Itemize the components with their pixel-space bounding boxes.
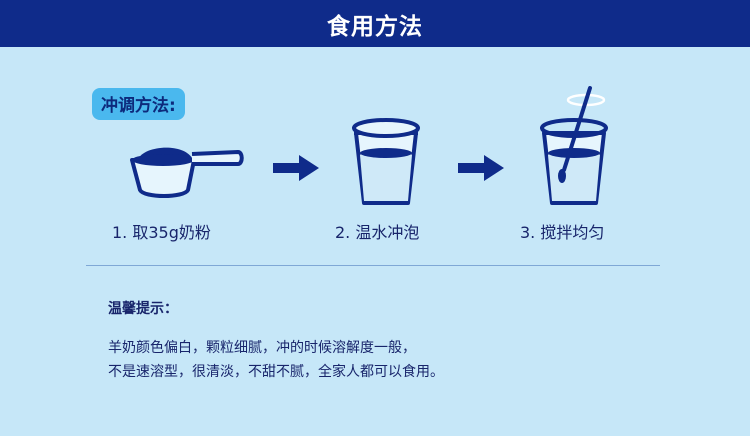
tips-line: 羊奶颜色偏白，颗粒细腻，冲的时候溶解度一般， (108, 340, 416, 356)
tips-title: 温馨提示： (108, 301, 178, 317)
measuring-scoop-icon (130, 147, 244, 198)
cup-with-water-icon (352, 118, 420, 205)
step-label-1: 1. 取35g奶粉 (112, 223, 211, 242)
section-divider (86, 265, 660, 266)
step-label-2: 2. 温水冲泡 (335, 223, 420, 242)
header-bar: 食用方法 (0, 0, 750, 47)
method-badge: 冲调方法: (92, 88, 185, 120)
tips-line: 不是速溶型，很清淡，不甜不腻，全家人都可以食用。 (108, 364, 444, 380)
page-title: 食用方法 (327, 13, 423, 40)
step-label-3: 3. 搅拌均匀 (520, 223, 605, 242)
cup-with-spoon-icon (540, 86, 608, 205)
arrow-right-icon (273, 155, 319, 181)
arrow-right-icon (458, 155, 504, 181)
